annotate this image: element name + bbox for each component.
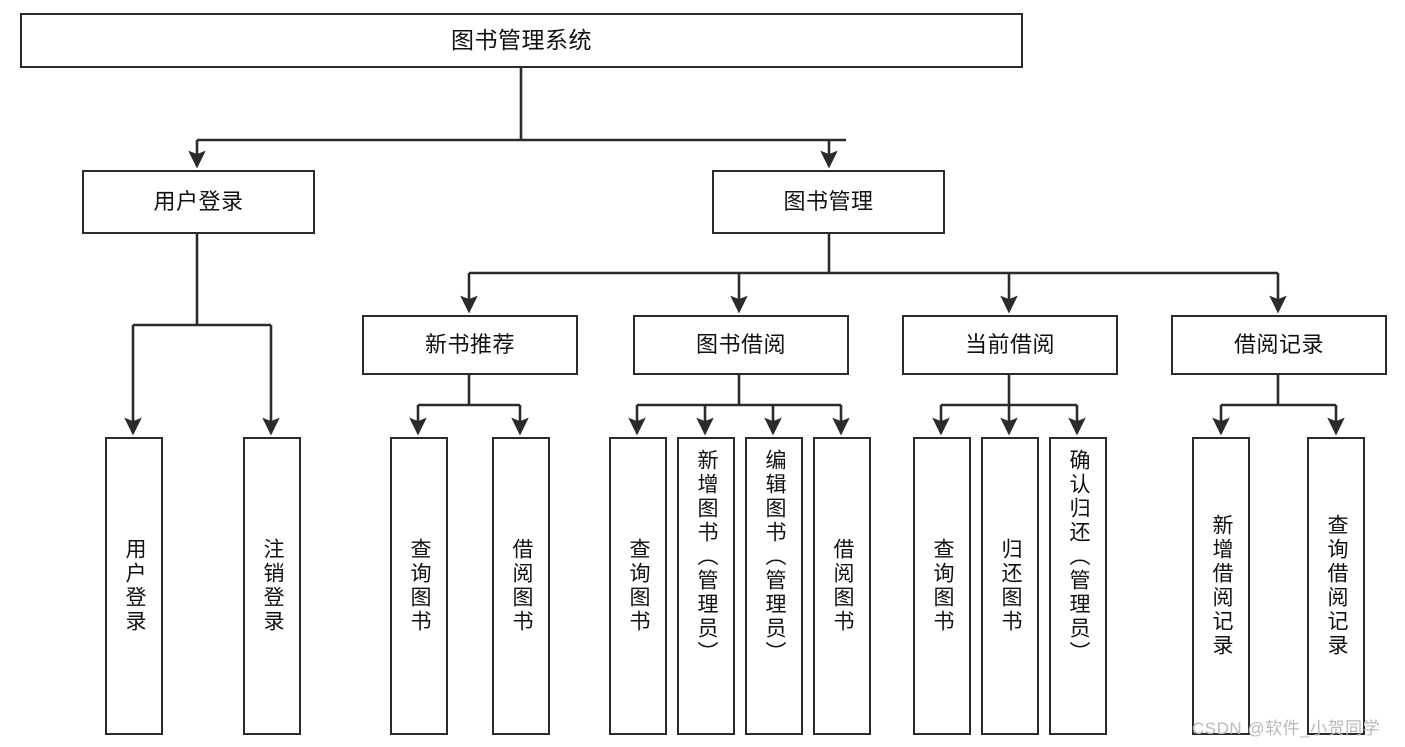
node-label: 新增图书（管理员） <box>695 449 719 665</box>
leaf-borrow-borrow-book[interactable]: 借阅图书 <box>813 437 871 735</box>
node-label: 确认归还（管理员） <box>1067 449 1091 665</box>
csdn-watermark: CSDN @软件_小贺同学 <box>1192 719 1381 738</box>
node-book-borrow[interactable]: 图书借阅 <box>633 315 849 375</box>
leaf-current-confirm-return-admin[interactable]: 确认归还（管理员） <box>1049 437 1107 735</box>
leaf-new-book-borrow-book[interactable]: 借阅图书 <box>492 437 550 735</box>
node-label: 借阅图书 <box>510 538 534 634</box>
node-label: 编辑图书（管理员） <box>763 449 787 665</box>
node-label: 查询图书 <box>627 538 651 634</box>
leaf-borrow-query-book[interactable]: 查询图书 <box>609 437 667 735</box>
node-label: 注销登录 <box>261 538 285 634</box>
node-label: 借阅记录 <box>1233 331 1324 357</box>
node-label: 用户登录 <box>153 188 244 214</box>
node-user-login[interactable]: 用户登录 <box>82 170 315 234</box>
node-label: 当前借阅 <box>964 331 1055 357</box>
node-root-library-system[interactable]: 图书管理系统 <box>20 13 1023 68</box>
node-borrow-record[interactable]: 借阅记录 <box>1171 315 1387 375</box>
leaf-record-query-record[interactable]: 查询借阅记录 <box>1307 437 1365 735</box>
node-label: 借阅图书 <box>831 538 855 634</box>
leaf-new-book-query-book[interactable]: 查询图书 <box>390 437 448 735</box>
node-label: 图书管理 <box>783 188 874 214</box>
node-label: 归还图书 <box>999 538 1023 634</box>
leaf-current-query-book[interactable]: 查询图书 <box>913 437 971 735</box>
leaf-user-login-login[interactable]: 用户登录 <box>105 437 163 735</box>
leaf-current-return-book[interactable]: 归还图书 <box>981 437 1039 735</box>
node-label: 查询图书 <box>408 538 432 634</box>
leaf-user-login-logout[interactable]: 注销登录 <box>243 437 301 735</box>
node-new-book-recommend[interactable]: 新书推荐 <box>362 315 578 375</box>
node-current-borrow[interactable]: 当前借阅 <box>902 315 1118 375</box>
node-label: 图书管理系统 <box>451 27 592 54</box>
node-label: 新增借阅记录 <box>1210 514 1234 658</box>
node-label: 新书推荐 <box>424 331 515 357</box>
node-label: 图书借阅 <box>695 331 786 357</box>
node-label: 用户登录 <box>123 538 147 634</box>
leaf-record-add-record[interactable]: 新增借阅记录 <box>1192 437 1250 735</box>
leaf-borrow-add-book-admin[interactable]: 新增图书（管理员） <box>677 437 735 735</box>
node-book-management[interactable]: 图书管理 <box>712 170 945 234</box>
node-label: 查询图书 <box>931 538 955 634</box>
leaf-borrow-edit-book-admin[interactable]: 编辑图书（管理员） <box>745 437 803 735</box>
node-label: 查询借阅记录 <box>1325 514 1349 658</box>
